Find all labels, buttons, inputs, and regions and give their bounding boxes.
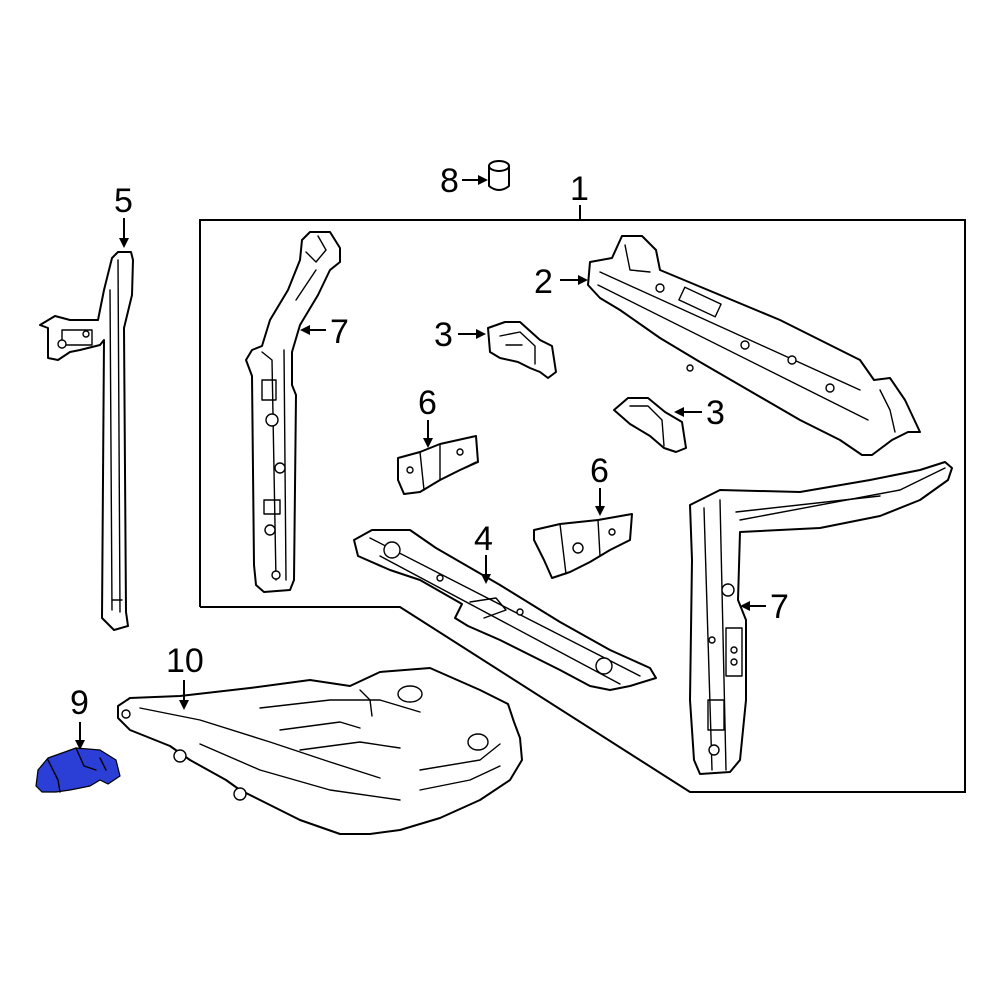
part-5-brace[interactable] [39,251,134,631]
callout-3-upper: 3 [434,316,453,354]
part-6-right-bracket[interactable] [533,513,633,579]
part-2-upper-tie-bar[interactable] [587,235,921,456]
callout-5: 5 [114,182,133,220]
part-4-lower-tie-bar[interactable] [353,529,657,691]
callout-8: 8 [440,162,459,200]
part-9-highlighted-bracket[interactable] [35,747,121,793]
part-7-left-support[interactable] [245,231,341,593]
assembly-frame [199,219,966,793]
part-6-left-bracket[interactable] [397,435,479,495]
part-3-right-bracket[interactable] [613,397,687,453]
part-3-upper-bracket[interactable] [487,321,557,379]
part-7-right-support[interactable] [689,461,953,775]
callout-6-left: 6 [418,384,437,422]
callout-3-right: 3 [706,394,725,432]
callout-1: 1 [570,170,589,208]
callout-7-right: 7 [770,588,789,626]
callout-6-right: 6 [590,452,609,490]
part-8-plug[interactable] [488,160,510,191]
callout-2: 2 [534,263,553,301]
callout-10: 10 [166,642,204,680]
callout-9: 9 [70,684,89,722]
callout-4: 4 [474,520,493,558]
callout-7-left: 7 [330,313,349,351]
part-10-splash-shield[interactable] [117,667,523,835]
